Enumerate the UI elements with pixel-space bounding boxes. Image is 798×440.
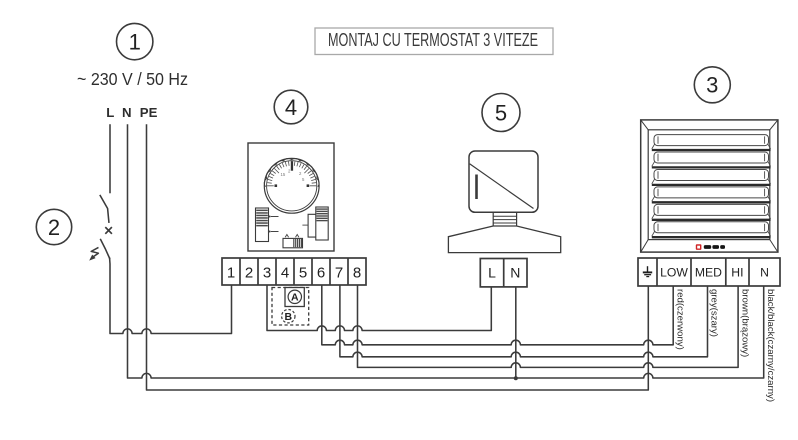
svg-text:2: 2 bbox=[288, 169, 291, 174]
svg-text:PE: PE bbox=[140, 105, 158, 120]
svg-text:1: 1 bbox=[227, 265, 235, 282]
svg-text:5: 5 bbox=[302, 177, 305, 182]
svg-text:B: B bbox=[285, 311, 293, 323]
svg-text:2: 2 bbox=[299, 171, 302, 176]
svg-text:HI: HI bbox=[731, 266, 743, 280]
svg-text:L: L bbox=[488, 265, 496, 281]
svg-text:7: 7 bbox=[335, 265, 343, 282]
svg-text:L: L bbox=[106, 105, 114, 120]
svg-text:black/black(czarny/czarny): black/black(czarny/czarny) bbox=[765, 289, 776, 402]
svg-text:N: N bbox=[760, 266, 769, 280]
svg-text:6: 6 bbox=[317, 265, 325, 282]
svg-text:red(czerwony): red(czerwony) bbox=[674, 289, 685, 350]
svg-text:4: 4 bbox=[281, 265, 289, 282]
svg-text:3: 3 bbox=[706, 73, 718, 98]
svg-text:LOW: LOW bbox=[660, 266, 688, 280]
svg-text:MONTAJ CU TERMOSTAT 3 VITEZE: MONTAJ CU TERMOSTAT 3 VITEZE bbox=[328, 29, 538, 50]
svg-text:A: A bbox=[291, 292, 299, 304]
svg-text:5: 5 bbox=[495, 100, 507, 125]
svg-text:8: 8 bbox=[353, 265, 361, 282]
svg-text:4: 4 bbox=[285, 95, 297, 120]
svg-text:1: 1 bbox=[129, 29, 141, 54]
svg-text:15: 15 bbox=[281, 172, 286, 177]
svg-text:2: 2 bbox=[48, 215, 60, 240]
svg-text:5: 5 bbox=[299, 265, 307, 282]
svg-text:3: 3 bbox=[263, 265, 271, 282]
svg-text:N: N bbox=[510, 265, 520, 281]
svg-text:MED: MED bbox=[695, 266, 722, 280]
svg-text:brown(brązowy): brown(brązowy) bbox=[740, 289, 751, 357]
svg-text:N: N bbox=[122, 105, 132, 120]
svg-text:grey(szary): grey(szary) bbox=[709, 289, 720, 337]
svg-text:2: 2 bbox=[245, 265, 253, 282]
svg-text:~ 230 V / 50 Hz: ~ 230 V / 50 Hz bbox=[77, 69, 188, 89]
